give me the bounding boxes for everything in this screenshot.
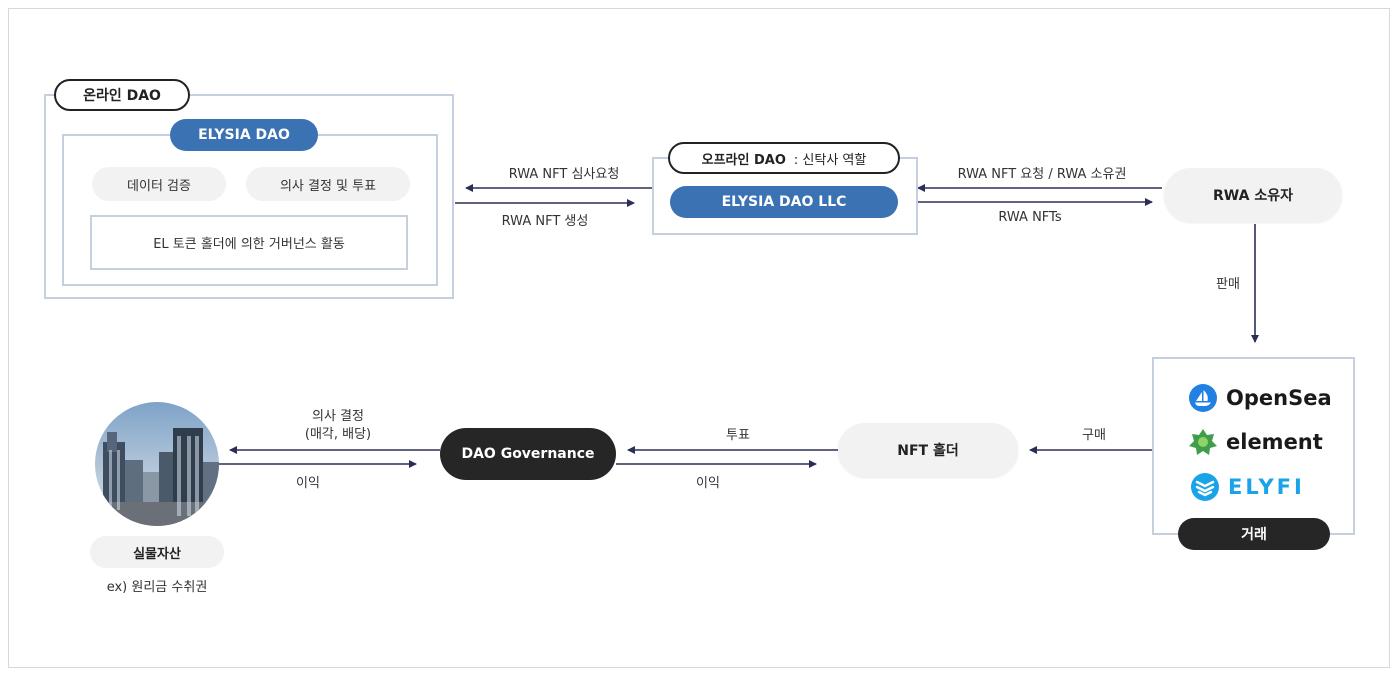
edge-label-profit-right: 이익 (680, 472, 736, 491)
rwa-owner-node: RWA 소유자 (1164, 168, 1342, 222)
elyfi-icon (1190, 472, 1220, 502)
edge-label-sell: 판매 (1208, 273, 1248, 292)
offline-dao-tag-suffix: : 신탁사 역할 (794, 149, 866, 168)
element-logo: element (1188, 427, 1323, 457)
nft-holder-node: NFT 홀더 (838, 423, 1018, 477)
elyfi-name: ELYFI (1228, 475, 1305, 499)
offline-dao-tag: 오프라인 DAO : 신탁사 역할 (668, 142, 900, 174)
elysia-dao-label: ELYSIA DAO (170, 119, 318, 151)
chip-decision-vote: 의사 결정 및 투표 (246, 167, 410, 201)
real-asset-image (95, 402, 219, 526)
governance-activity-box: EL 토큰 홀더에 의한 거버넌스 활동 (90, 215, 408, 270)
dao-governance-node: DAO Governance (440, 428, 616, 480)
edge-label-decision-line1: 의사 결정 (290, 405, 386, 424)
opensea-name: OpenSea (1226, 386, 1332, 410)
edge-label-rwa-nfts: RWA NFTs (970, 210, 1090, 225)
edge-label-nft-create: RWA NFT 생성 (470, 210, 620, 229)
trade-label: 거래 (1178, 518, 1330, 550)
edge-label-vote: 투표 (710, 424, 766, 443)
edge-label-profit-left: 이익 (280, 472, 336, 491)
offline-dao-tag-title: 오프라인 DAO (702, 149, 786, 168)
edge-label-review-request: RWA NFT 심사요청 (480, 163, 648, 182)
elysia-dao-llc-label: ELYSIA DAO LLC (670, 186, 898, 218)
edge-label-buy: 구매 (1072, 424, 1116, 443)
edge-label-nft-request: RWA NFT 요청 / RWA 소유권 (934, 163, 1150, 182)
element-name: element (1226, 430, 1323, 454)
elyfi-logo: ELYFI (1190, 472, 1305, 502)
opensea-icon (1188, 383, 1218, 413)
opensea-logo: OpenSea (1188, 383, 1332, 413)
real-asset-label: 실물자산 (90, 536, 224, 568)
online-dao-tag: 온라인 DAO (54, 79, 190, 111)
real-asset-example: ex) 원리금 수취권 (70, 576, 244, 595)
edge-label-decision-line2: (매각, 배당) (290, 423, 386, 442)
chip-data-verification: 데이터 검증 (92, 167, 226, 201)
city-skyline-icon (95, 402, 219, 526)
element-icon (1188, 427, 1218, 457)
